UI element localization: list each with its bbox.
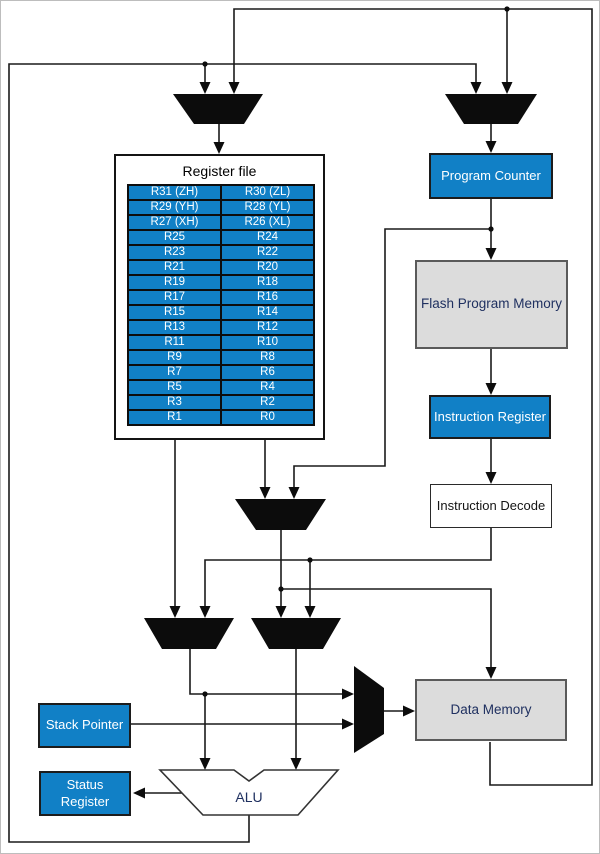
alu-shape (158, 769, 340, 816)
wire-alu-feedback-loop (8, 63, 477, 843)
register-cell: R10 (220, 334, 315, 351)
alu-label: ALU (235, 789, 263, 805)
register-cell: R11 (127, 334, 222, 351)
mux-shapes (144, 94, 537, 753)
register-cell: R7 (127, 364, 222, 381)
register-cell: R20 (220, 259, 315, 276)
mux-alu-left (144, 618, 234, 649)
data-memory-block: Data Memory (415, 679, 567, 741)
wire-midmux-to-datamemory (281, 588, 492, 669)
register-cell: R15 (127, 304, 222, 321)
register-row: R27 (XH)R26 (XL) (127, 214, 315, 231)
mux-alu-right (251, 618, 341, 649)
status-register-block: Status Register (39, 771, 131, 816)
register-cell: R27 (XH) (127, 214, 222, 231)
mux-top-right (445, 94, 537, 124)
wire-datamemory-feedback (233, 8, 593, 786)
register-cell: R12 (220, 319, 315, 336)
register-file-title: Register file (182, 163, 257, 179)
register-cell: R3 (127, 394, 222, 411)
flash-program-memory-block: Flash Program Memory (415, 260, 568, 349)
register-cell: R5 (127, 379, 222, 396)
mux-data-memory (354, 666, 384, 753)
register-file-block: Register file R31 (ZH)R30 (ZL)R29 (YH)R2… (114, 154, 325, 440)
register-row: R29 (YH)R28 (YL) (127, 199, 315, 216)
stack-pointer-label: Stack Pointer (45, 717, 124, 733)
mux-middle (235, 499, 326, 530)
stack-pointer-block: Stack Pointer (38, 703, 131, 748)
program-counter-label: Program Counter (441, 167, 541, 183)
register-cell: R8 (220, 349, 315, 366)
instruction-register-label: Instruction Register (434, 408, 546, 424)
wire-id-to-muxes (204, 528, 492, 608)
register-cell: R1 (127, 409, 222, 426)
register-cell: R19 (127, 274, 222, 291)
register-cell: R4 (220, 379, 315, 396)
status-register-label: Status Register (60, 777, 110, 809)
register-cell: R23 (127, 244, 222, 261)
wire-lines (8, 8, 593, 843)
register-cell: R24 (220, 229, 315, 246)
register-cell: R14 (220, 304, 315, 321)
arrowheads (133, 82, 513, 799)
register-table-body: R31 (ZH)R30 (ZL)R29 (YH)R28 (YL)R27 (XH)… (127, 184, 315, 426)
junction-dots (202, 6, 510, 697)
program-counter-block: Program Counter (429, 153, 553, 199)
register-cell: R25 (127, 229, 222, 246)
register-table: R31 (ZH)R30 (ZL)R29 (YH)R28 (YL)R27 (XH)… (127, 184, 315, 426)
register-cell: R22 (220, 244, 315, 261)
register-cell: R29 (YH) (127, 199, 222, 216)
register-cell: R18 (220, 274, 315, 291)
instruction-decode-block: Instruction Decode (430, 484, 552, 528)
flash-program-memory-label: Flash Program Memory (420, 296, 563, 312)
wire-leftmux-out (189, 649, 344, 695)
data-memory-label: Data Memory (450, 701, 532, 717)
register-cell: R16 (220, 289, 315, 306)
register-cell: R26 (XL) (220, 214, 315, 231)
register-cell: R30 (ZL) (220, 184, 315, 201)
instruction-register-block: Instruction Register (429, 395, 551, 439)
register-cell: R6 (220, 364, 315, 381)
instruction-decode-label: Instruction Decode (436, 497, 546, 513)
mux-top-left (173, 94, 263, 124)
register-cell: R17 (127, 289, 222, 306)
register-cell: R0 (220, 409, 315, 426)
register-cell: R9 (127, 349, 222, 366)
register-cell: R2 (220, 394, 315, 411)
wire-pc-branch-to-mux (293, 228, 491, 489)
register-cell: R28 (YL) (220, 199, 315, 216)
register-cell: R13 (127, 319, 222, 336)
register-cell: R21 (127, 259, 222, 276)
register-row: R31 (ZH)R30 (ZL) (127, 184, 315, 201)
register-cell: R31 (ZH) (127, 184, 222, 201)
